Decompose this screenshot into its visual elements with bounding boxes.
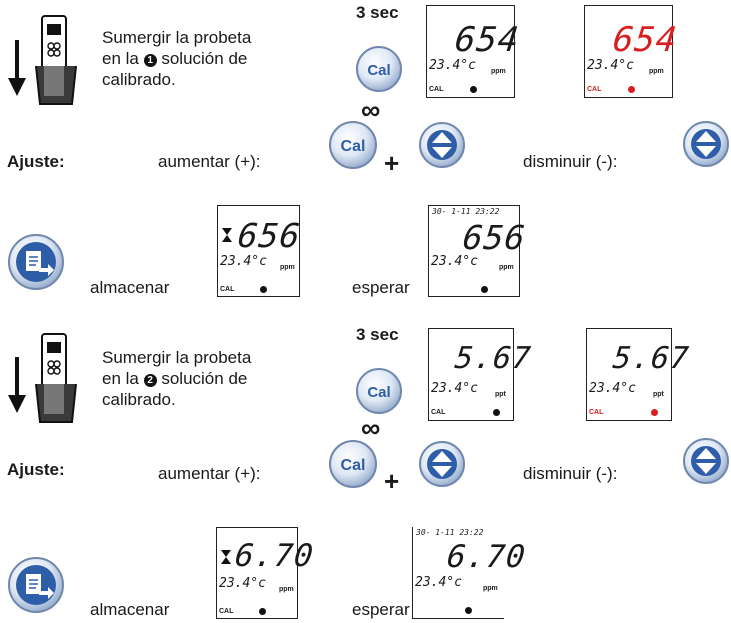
lcd-solution-indicator <box>628 86 635 93</box>
decrease-label: disminuir (-): <box>523 152 618 171</box>
wait-label: esperar <box>352 278 410 297</box>
lcd-display: 654 23.4°c ppm CAL <box>426 5 522 98</box>
store-label: almacenar <box>90 278 170 297</box>
store-button-icon[interactable] <box>6 555 66 620</box>
store-label: almacenar <box>90 600 170 619</box>
lcd-date: 30- 1-11 23:22 <box>416 528 484 537</box>
instruction-text: Sumergir la probeta en la 1 solución de … <box>102 27 251 90</box>
lcd-solution-indicator <box>465 607 472 614</box>
hourglass-icon <box>221 550 231 569</box>
lcd-date: 30- 1-11 23:22 <box>432 207 500 216</box>
lcd-value: 6.70 <box>233 538 316 574</box>
lcd-display: 656 23.4°c ppm CAL <box>217 205 303 297</box>
probe-in-beaker-icon <box>30 12 86 113</box>
lcd-unit: ppm <box>280 264 295 271</box>
cal-button-label: Cal <box>341 138 366 155</box>
infinity-hold-icon: ∞ <box>361 413 381 443</box>
hourglass-icon <box>222 228 232 247</box>
up-down-button-icon[interactable] <box>417 120 467 175</box>
lcd-solution-indicator <box>651 409 658 416</box>
up-down-button-icon[interactable] <box>681 119 731 174</box>
down-arrow-icon <box>6 355 28 420</box>
instruction-line-1: Sumergir la probeta <box>102 348 252 367</box>
lcd-value: 5.67 <box>611 341 692 376</box>
lcd-unit: ppm <box>649 68 664 75</box>
lcd-unit: ppm <box>491 68 506 75</box>
lcd-solution-indicator <box>493 409 500 416</box>
lcd-temperature: 23.4°c <box>219 576 266 591</box>
lcd-temperature: 23.4°c <box>431 381 478 396</box>
cal-button[interactable]: Cal <box>327 438 379 495</box>
hold-time-label: 3 sec <box>356 3 399 22</box>
lcd-display-blinking: 654 23.4°c ppm CAL <box>584 5 680 98</box>
cal-button[interactable]: Cal <box>355 45 403 98</box>
up-down-button-icon[interactable] <box>681 436 731 491</box>
lcd-cal-indicator: CAL <box>220 286 235 293</box>
lcd-display: 30- 1-11 23:22 6.70 23.4°c ppm <box>412 527 528 619</box>
lcd-solution-indicator <box>260 286 267 293</box>
infinity-hold-icon: ∞ <box>361 95 381 125</box>
increase-label: aumentar (+): <box>158 152 261 171</box>
instruction-line-3: calibrado. <box>102 390 176 409</box>
down-arrow-icon <box>6 38 28 103</box>
lcd-display: 30- 1-11 23:22 656 23.4°c ppm <box>428 205 528 297</box>
lcd-solution-indicator <box>259 608 266 615</box>
lcd-value: 654 <box>452 20 522 60</box>
lcd-temperature: 23.4°c <box>431 254 478 269</box>
lcd-temperature: 23.4°c <box>220 254 267 269</box>
lcd-cal-indicator: CAL <box>589 409 604 416</box>
instruction-line-1: Sumergir la probeta <box>102 28 252 47</box>
lcd-unit: ppm <box>483 585 498 592</box>
lcd-temperature: 23.4°c <box>415 575 462 590</box>
lcd-cal-indicator: CAL <box>587 86 602 93</box>
decrease-label: disminuir (-): <box>523 464 618 483</box>
lcd-value: 6.70 <box>445 539 528 575</box>
lcd-display: 6.70 23.4°c ppm CAL <box>216 527 316 619</box>
lcd-temperature: 23.4°c <box>429 58 476 73</box>
cal-button-label: Cal <box>341 457 366 474</box>
lcd-unit: ppt <box>653 391 664 398</box>
up-down-button-icon[interactable] <box>417 439 467 494</box>
instruction-line-2: en la 2 solución de <box>102 369 248 388</box>
lcd-solution-indicator <box>481 286 488 293</box>
cal-button[interactable]: Cal <box>327 119 379 176</box>
lcd-display: 5.67 23.4°c ppt CAL <box>428 328 533 421</box>
increase-label: aumentar (+): <box>158 464 261 483</box>
lcd-cal-indicator: CAL <box>429 86 444 93</box>
lcd-solution-indicator <box>470 86 477 93</box>
hold-time-label: 3 sec <box>356 325 399 344</box>
lcd-display-blinking: 5.67 23.4°c ppt CAL <box>586 328 691 421</box>
store-button-icon[interactable] <box>6 232 66 297</box>
lcd-unit: ppm <box>499 264 514 271</box>
lcd-cal-indicator: CAL <box>219 608 234 615</box>
probe-in-beaker-icon <box>30 330 86 431</box>
wait-label: esperar <box>352 600 410 619</box>
instruction-line-2: en la 1 solución de <box>102 49 248 68</box>
lcd-value: 656 <box>235 216 303 255</box>
plus-sign: + <box>384 466 400 496</box>
solution-number-badge: 2 <box>143 374 157 387</box>
solution-number-badge: 1 <box>143 54 157 67</box>
lcd-cal-indicator: CAL <box>431 409 446 416</box>
lcd-temperature: 23.4°c <box>587 58 634 73</box>
adjust-label: Ajuste: <box>7 152 65 171</box>
lcd-value: 656 <box>460 218 528 257</box>
lcd-temperature: 23.4°c <box>589 381 636 396</box>
cal-button-label: Cal <box>367 62 390 79</box>
cal-button[interactable]: Cal <box>355 367 403 420</box>
instruction-line-3: calibrado. <box>102 70 176 89</box>
lcd-value: 654 <box>610 20 680 60</box>
instruction-text: Sumergir la probeta en la 2 solución de … <box>102 347 251 410</box>
lcd-unit: ppm <box>279 586 294 593</box>
plus-sign: + <box>384 148 400 178</box>
lcd-unit: ppt <box>495 391 506 398</box>
adjust-label: Ajuste: <box>7 460 65 479</box>
cal-button-label: Cal <box>367 384 390 401</box>
lcd-value: 5.67 <box>453 341 534 376</box>
